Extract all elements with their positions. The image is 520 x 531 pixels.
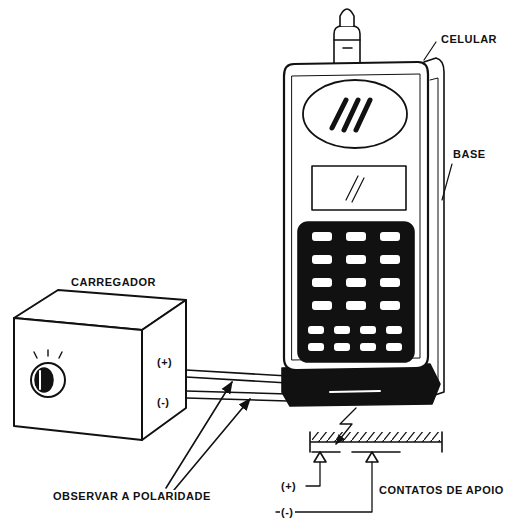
- part-label: (+): [156, 356, 173, 369]
- part-label: (-): [156, 396, 171, 409]
- key: [380, 278, 400, 287]
- key: [346, 278, 366, 287]
- part-label: CONTATOS DE APOIO: [378, 484, 505, 497]
- part-label: OBSERVAR A POLARIDADE: [52, 490, 212, 503]
- key: [360, 326, 376, 334]
- key: [380, 232, 400, 241]
- key: [334, 343, 350, 351]
- key: [380, 301, 400, 310]
- key: [308, 326, 324, 334]
- part-label: BASE: [452, 148, 487, 161]
- charger-wires: [186, 370, 288, 401]
- key: [346, 301, 366, 310]
- leader-line: [442, 164, 452, 200]
- key: [312, 232, 332, 241]
- key: [334, 326, 350, 334]
- key: [312, 255, 332, 264]
- key: [386, 343, 402, 351]
- key: [386, 326, 402, 334]
- part-label: (-): [280, 506, 295, 519]
- key: [312, 278, 332, 287]
- key: [308, 343, 324, 351]
- phone-base: [282, 58, 444, 406]
- polarity-arrow: [174, 399, 250, 490]
- polarity-arrow: [166, 382, 232, 488]
- keypad: [308, 232, 402, 351]
- part-label: CELULAR: [440, 33, 498, 46]
- key: [380, 255, 400, 264]
- key: [346, 255, 366, 264]
- antenna: [334, 9, 360, 70]
- charger: [14, 290, 186, 440]
- part-label: CARREGADOR: [70, 276, 157, 289]
- leader-line: [424, 42, 436, 60]
- key: [360, 343, 376, 351]
- support-contacts: [276, 432, 442, 512]
- key: [312, 301, 332, 310]
- phone-body: [284, 62, 428, 370]
- part-label: (+): [280, 480, 297, 493]
- key: [346, 232, 366, 241]
